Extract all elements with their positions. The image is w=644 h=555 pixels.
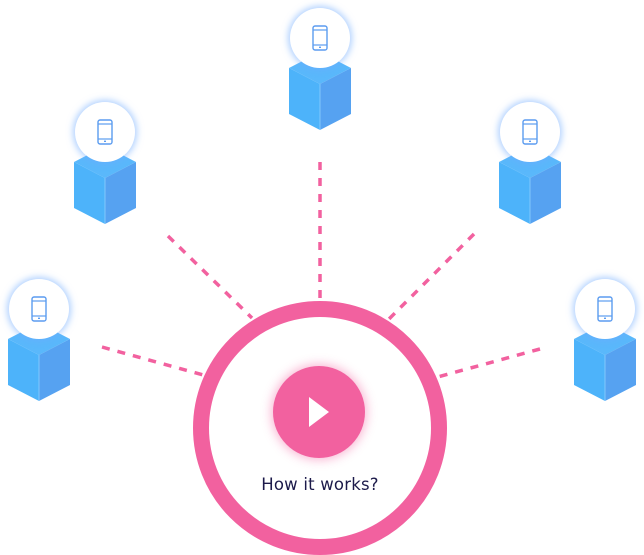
- connector-lower-right: [433, 347, 541, 380]
- connector-upper-left: [166, 234, 254, 320]
- connector-lower-left: [101, 345, 208, 378]
- device-node-lower-left: [7, 279, 71, 403]
- cube-icon: [8, 323, 70, 401]
- device-node-upper-right: [498, 102, 562, 226]
- smartphone-icon: [597, 296, 613, 322]
- smartphone-icon: [31, 296, 47, 322]
- hub-label: How it works?: [261, 475, 379, 494]
- device-node-top: [288, 8, 352, 132]
- device-bubble[interactable]: [75, 102, 135, 162]
- play-button[interactable]: [273, 366, 365, 458]
- smartphone-icon: [522, 119, 538, 145]
- device-bubble[interactable]: [9, 279, 69, 339]
- smartphone-icon: [312, 25, 328, 51]
- device-node-upper-left: [73, 102, 137, 226]
- smartphone-icon: [97, 119, 113, 145]
- cube-icon: [289, 52, 351, 130]
- connector-upper-right: [386, 232, 476, 322]
- device-bubble[interactable]: [290, 8, 350, 68]
- play-icon: [309, 397, 329, 427]
- device-node-lower-right: [573, 279, 637, 403]
- device-bubble[interactable]: [575, 279, 635, 339]
- device-bubble[interactable]: [500, 102, 560, 162]
